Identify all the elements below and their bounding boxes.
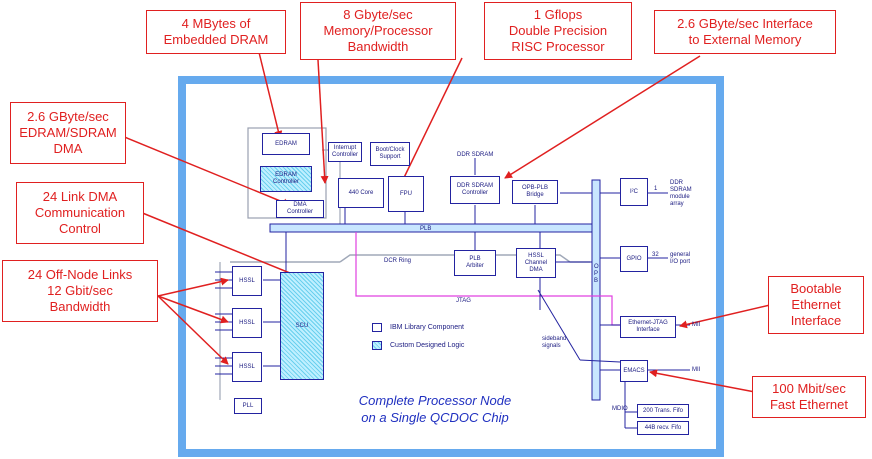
callout-link-dma-text: 24 Link DMA Communication Control: [34, 189, 126, 236]
callout-ext-mem-text: 2.6 GByte/sec Interface to External Memo…: [677, 16, 813, 47]
arrow-bootable: [679, 304, 771, 329]
legend-custom-swatch: [372, 341, 382, 350]
block-fpu: FPU: [388, 176, 424, 212]
label-gpio-num: 32: [652, 252, 659, 258]
block-recv-fifo: 44B recv. Fifo: [637, 421, 689, 435]
legend-custom-text: Custom Designed Logic: [390, 342, 465, 349]
callout-offnode-text: 24 Off-Node Links 12 Gbit/sec Bandwidth: [27, 267, 133, 314]
block-gpio: GPIO: [620, 246, 648, 272]
block-trans-fifo: 200 Trans. Fifo: [637, 404, 689, 418]
callout-fast-eth-text: 100 Mbit/sec Fast Ethernet: [769, 381, 849, 412]
block-edram-controller: EDRAM Controller: [260, 166, 312, 192]
arrow-fast-eth: [649, 369, 756, 393]
arrow-gflops: [397, 57, 463, 191]
arrow-bandwidth: [317, 59, 329, 184]
label-mdio: MDIO: [612, 406, 628, 412]
callout-fast-eth: 100 Mbit/sec Fast Ethernet: [752, 376, 866, 418]
callout-bootable-text: Bootable Ethernet Interface: [790, 281, 842, 328]
callout-gflops: 1 Gflops Double Precision RISC Processor: [484, 2, 632, 60]
block-scu: SCU: [280, 272, 324, 380]
block-interrupt-controller: Interrupt Controller: [328, 142, 362, 162]
label-plb: PLB: [420, 226, 432, 232]
label-mii-2: MII: [692, 367, 701, 373]
callout-edram-dma-text: 2.6 GByte/sec EDRAM/SDRAM DMA: [19, 109, 117, 156]
block-pll: PLL: [234, 398, 262, 414]
opb-bus: [591, 179, 601, 401]
block-ddr-controller: DDR SDRAM Controller: [450, 176, 500, 204]
label-sideband: sideband signals: [542, 336, 567, 349]
block-opb-plb-bridge: OPB-PLB Bridge: [512, 180, 558, 204]
block-edram: EDRAM: [262, 133, 310, 155]
label-i2c-num: 1: [654, 186, 658, 192]
block-emacs: EMACS: [620, 360, 648, 382]
arrow-offnode-1: [157, 277, 229, 297]
block-boot-clock: Boot/Clock Support: [370, 142, 410, 166]
label-gpio-ext: general I/O port: [670, 252, 691, 265]
callout-link-dma: 24 Link DMA Communication Control: [16, 182, 144, 244]
plb-bus: [269, 223, 596, 233]
arrow-link-dma: [139, 211, 313, 284]
callout-edram: 4 MBytes of Embedded DRAM: [146, 10, 286, 54]
arrow-offnode-2: [157, 295, 229, 324]
block-i2c: I²C: [620, 178, 648, 206]
block-hssl-dma: HSSL Channel DMA: [516, 248, 556, 278]
callout-offnode: 24 Off-Node Links 12 Gbit/sec Bandwidth: [2, 260, 158, 322]
label-jtag: JTAG: [456, 298, 471, 304]
arrow-ext-mem: [504, 55, 701, 179]
legend-ibm-swatch: [372, 323, 382, 332]
callout-edram-text: 4 MBytes of Embedded DRAM: [163, 16, 269, 47]
label-ddr-sdram: DDR SDRAM: [457, 152, 494, 158]
callout-edram-dma: 2.6 GByte/sec EDRAM/SDRAM DMA: [10, 102, 126, 164]
block-hssl-1: HSSL: [232, 266, 262, 296]
label-dcr-ring: DCR Ring: [384, 258, 412, 264]
callout-bootable: Bootable Ethernet Interface: [768, 276, 864, 334]
callout-ext-mem: 2.6 GByte/sec Interface to External Memo…: [654, 10, 836, 54]
block-cpu-core: 440 Core: [338, 178, 384, 208]
callout-bandwidth: 8 Gbyte/sec Memory/Processor Bandwidth: [300, 2, 456, 60]
legend-ibm-text: IBM Library Component: [390, 324, 464, 331]
block-ethernet-jtag: Ethernet-JTAG Interface: [620, 316, 676, 338]
block-hssl-2: HSSL: [232, 308, 262, 338]
label-ddr-ext: DDR SDRAM module array: [670, 180, 692, 207]
block-hssl-3: HSSL: [232, 352, 262, 382]
label-opb: O P B: [594, 264, 599, 284]
callout-bandwidth-text: 8 Gbyte/sec Memory/Processor Bandwidth: [323, 7, 433, 54]
arrow-edram-dma: [121, 135, 291, 207]
arrow-offnode-3: [157, 295, 229, 365]
label-mii-1: MII: [692, 322, 701, 328]
block-plb-arbiter: PLB Arbiter: [454, 250, 496, 276]
block-dma-controller: DMA Controller: [276, 200, 324, 218]
callout-gflops-text: 1 Gflops Double Precision RISC Processor: [508, 7, 608, 54]
diagram-caption: Complete Processor Node on a Single QCDO…: [358, 393, 512, 425]
